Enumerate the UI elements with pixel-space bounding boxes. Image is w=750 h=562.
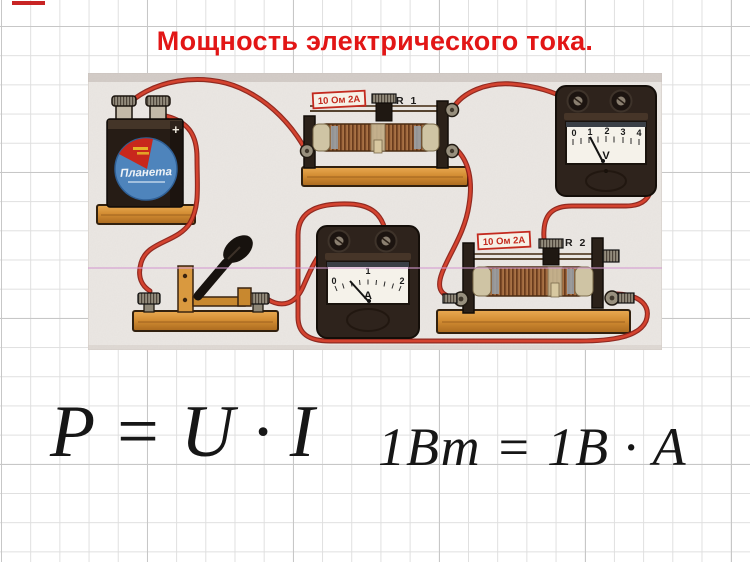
ammeter-scale-2: 2 (399, 276, 404, 286)
ammeter-scale-1: 1 (365, 266, 370, 276)
formula-unit-definition: 1Вт = 1В · А (378, 417, 687, 477)
voltmeter-scale-2: 2 (604, 126, 609, 136)
rheostat-r2: 10 Ом 2А R 2 (442, 230, 635, 314)
ammeter-unit: A (364, 290, 372, 302)
ammeter-scale-0: 0 (331, 276, 336, 286)
r2-rating-text: 10 Ом 2А (483, 235, 526, 248)
ammeter: 0 1 2 A (316, 225, 420, 339)
voltmeter-scale-4: 4 (636, 128, 641, 138)
battery-plus-sign: + (172, 122, 180, 137)
voltmeter-scale-3: 3 (620, 127, 625, 137)
voltmeter-unit: V (602, 150, 610, 162)
r2-rating-plate (476, 230, 532, 251)
rheostat-r1: 10 Ом 2А R 1 (299, 89, 460, 169)
r1-name-label: R 1 (396, 95, 418, 107)
red-accent-dash (12, 1, 45, 5)
r1-rating-plate (311, 89, 367, 110)
r1-rating-text: 10 Ом 2А (318, 94, 361, 107)
voltmeter-scale-1: 1 (587, 127, 592, 137)
circuit-wires (119, 77, 655, 344)
voltmeter: 0 1 2 3 4 V (555, 85, 657, 197)
battery-brand-label: Планета (120, 166, 173, 180)
circuit-photo: + Планета (88, 73, 662, 350)
voltmeter-scale-0: 0 (571, 128, 576, 138)
wooden-bases (96, 166, 631, 334)
page-title: Мощность электрического тока. (156, 26, 594, 56)
r2-name-label: R 2 (565, 237, 587, 249)
battery-illustration: + Планета (106, 95, 184, 208)
formula-power: P = U · I (50, 391, 315, 473)
wire-core (120, 78, 654, 343)
